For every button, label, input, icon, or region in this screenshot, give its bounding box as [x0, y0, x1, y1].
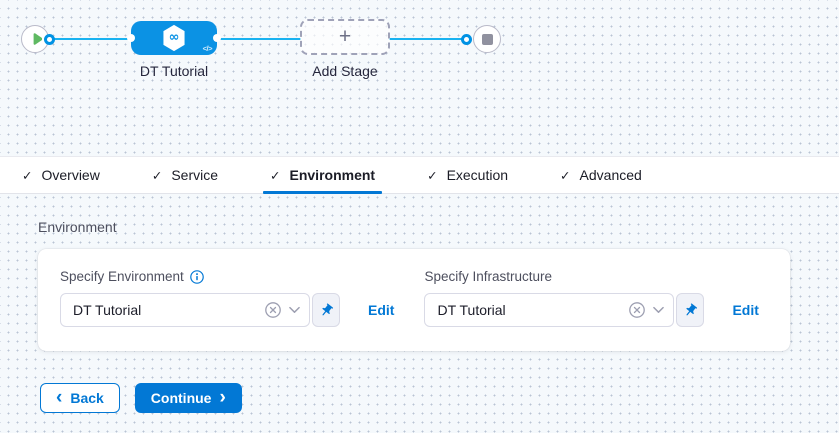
check-icon: ✓	[427, 167, 438, 183]
section-title: Environment	[38, 219, 117, 235]
environment-select-input[interactable]	[71, 301, 257, 319]
tab-execution[interactable]: ✓ Execution	[427, 167, 509, 183]
edit-environment-link[interactable]: Edit	[368, 302, 395, 318]
clear-selection-icon[interactable]	[264, 301, 282, 319]
info-icon[interactable]	[190, 269, 204, 284]
tab-environment[interactable]: ✓ Environment	[263, 157, 383, 194]
chevron-right-icon: ›	[219, 386, 226, 408]
stage-right-port	[213, 34, 221, 42]
pin-icon	[686, 303, 698, 315]
play-icon	[32, 33, 42, 45]
add-stage-button[interactable]: +	[300, 19, 390, 55]
environment-card: Specify Environment E	[38, 249, 790, 351]
code-badge-icon: </>	[202, 44, 213, 53]
stage-left-port	[127, 34, 135, 42]
infrastructure-select-input[interactable]	[435, 301, 622, 319]
edit-infrastructure-link[interactable]: Edit	[732, 302, 759, 318]
pipeline-canvas: ∞ </> DT Tutorial + Add Stage	[0, 0, 839, 156]
check-icon: ✓	[22, 167, 33, 183]
plus-icon: +	[338, 25, 352, 48]
environment-tab-panel: Environment Specify Environment	[0, 194, 839, 413]
cd-stage-hexagon-icon: ∞	[161, 24, 187, 52]
stage-tabs: ✓ Overview ✓ Service ✓ Environment ✓ Exe…	[0, 156, 839, 194]
back-button[interactable]: ‹ Back	[40, 383, 120, 413]
pin-icon	[321, 303, 333, 315]
add-stage-label: Add Stage	[312, 63, 378, 79]
flow-connector-line	[216, 38, 301, 40]
stage-node-label: DT Tutorial	[139, 63, 209, 79]
end-connector-port[interactable]	[461, 33, 472, 45]
chevron-left-icon: ‹	[56, 386, 63, 408]
pin-button[interactable]	[676, 293, 705, 327]
chevron-down-icon[interactable]	[289, 306, 300, 314]
environment-field-label: Specify Environment	[60, 269, 184, 284]
start-connector-port[interactable]	[44, 33, 55, 45]
pin-button[interactable]	[312, 293, 340, 327]
tab-overview[interactable]: ✓ Overview	[22, 167, 100, 183]
check-icon: ✓	[151, 167, 163, 183]
infinity-glyph: ∞	[168, 30, 180, 45]
tab-service[interactable]: ✓ Service	[151, 167, 219, 183]
wizard-footer: ‹ Back Continue ›	[38, 383, 839, 413]
environment-select[interactable]	[60, 293, 310, 327]
clear-selection-icon[interactable]	[628, 301, 646, 319]
environment-field-group: Specify Environment E	[60, 269, 394, 327]
flow-connector-line	[53, 38, 132, 40]
infrastructure-field-group: Specify Infrastructure Edit	[424, 269, 759, 327]
continue-button[interactable]: Continue ›	[134, 383, 242, 413]
chevron-down-icon[interactable]	[653, 306, 665, 314]
stage-node-dt-tutorial[interactable]: ∞ </>	[127, 21, 221, 55]
tab-advanced[interactable]: ✓ Advanced	[560, 167, 642, 183]
check-icon: ✓	[560, 167, 571, 183]
check-icon: ✓	[270, 167, 281, 183]
flow-connector-line	[389, 38, 466, 40]
infrastructure-field-label: Specify Infrastructure	[424, 269, 553, 284]
pipeline-end-node[interactable]	[473, 25, 501, 53]
infrastructure-select[interactable]	[424, 293, 675, 327]
stop-icon	[481, 33, 493, 45]
